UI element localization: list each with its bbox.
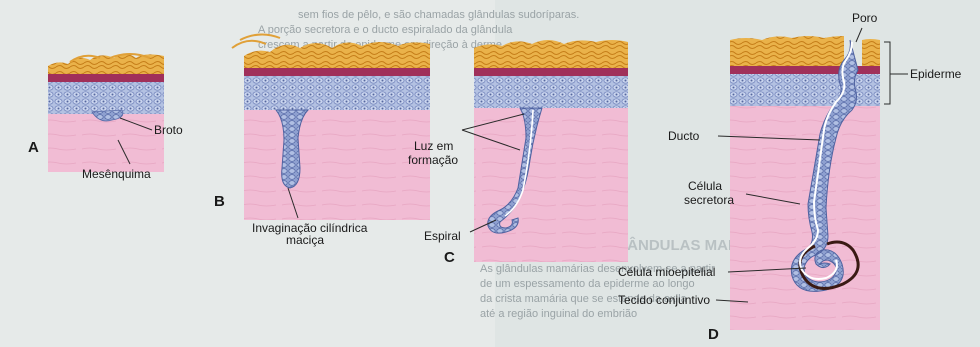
label-celula-mioepitelial: Célula mioepitelial <box>618 265 715 279</box>
panel-b: B Invaginação cilíndrica maciça <box>214 34 430 247</box>
background-line: de um espessamento da epiderme ao longo <box>480 278 695 290</box>
label-luz-em-formacao-2: formação <box>408 153 458 167</box>
label-mesenquima: Mesênquima <box>82 167 151 181</box>
background-line: A porção secretora e o ducto espiralado … <box>258 24 513 36</box>
label-poro: Poro <box>852 11 878 25</box>
panel-letter-c: C <box>444 249 455 266</box>
label-luz-em-formacao-1: Luz em <box>414 139 453 153</box>
panel-a: A Broto Mesênquima <box>28 54 183 181</box>
label-espiral: Espiral <box>424 229 461 243</box>
label-celula-secretora-2: secretora <box>684 193 734 207</box>
label-broto: Broto <box>154 123 183 137</box>
background-line: até a região inguinal do embrião <box>480 308 637 320</box>
panel-letter-d: D <box>708 326 719 343</box>
panel-letter-b: B <box>214 193 225 210</box>
label-ducto: Ducto <box>668 129 700 143</box>
label-epiderme: Epiderme <box>910 67 962 81</box>
label-celula-secretora-1: Célula <box>688 179 722 193</box>
background-line: sem fios de pêlo, e são chamadas glândul… <box>298 9 579 21</box>
panel-letter-a: A <box>28 139 39 156</box>
label-tecido-conjuntivo: Tecido conjuntivo <box>618 293 710 307</box>
label-invaginacao-2: maciça <box>286 233 324 247</box>
